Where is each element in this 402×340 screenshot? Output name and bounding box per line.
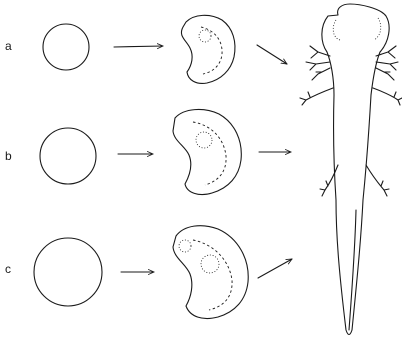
row-label-a: a bbox=[5, 39, 12, 53]
egg-large bbox=[34, 238, 102, 306]
egg-small bbox=[43, 24, 89, 70]
arrow-a-1 bbox=[114, 46, 163, 47]
egg-medium bbox=[40, 128, 96, 184]
arrow-a-2 bbox=[257, 45, 287, 64]
embryo-large bbox=[173, 226, 248, 319]
salamander-larva bbox=[300, 4, 402, 335]
embryo-medium bbox=[173, 109, 241, 194]
row-label-b: b bbox=[5, 149, 12, 163]
embryo-small bbox=[181, 15, 235, 83]
arrow-c-2 bbox=[258, 259, 292, 278]
row-label-c: c bbox=[5, 262, 11, 276]
